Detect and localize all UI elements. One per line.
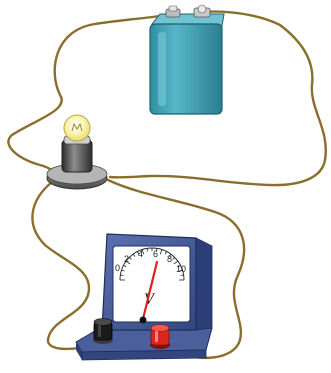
scale-label: 6 [153, 249, 158, 259]
scale-tick [120, 275, 123, 276]
wire-bulb-to-meter-negative [32, 182, 94, 349]
scale-tick [147, 248, 148, 251]
scale-label: 0 [115, 263, 120, 273]
terminal-positive [150, 325, 170, 350]
terminal-negative [93, 319, 113, 345]
battery-terminal-left [166, 6, 180, 17]
pointer-pivot [140, 317, 147, 324]
bulb-socket [62, 140, 92, 172]
scale-label: 2 [124, 254, 129, 264]
scale-label: 10 [176, 264, 186, 274]
battery [150, 5, 224, 114]
scale-tick [181, 275, 184, 276]
scale-label: 4 [138, 249, 143, 259]
light-bulb [47, 115, 107, 189]
voltmeter: 0 2 4 6 8 10 V [76, 234, 212, 360]
bulb-glass [64, 115, 90, 141]
scale-label: 8 [167, 254, 172, 264]
battery-terminal-right [194, 5, 210, 17]
